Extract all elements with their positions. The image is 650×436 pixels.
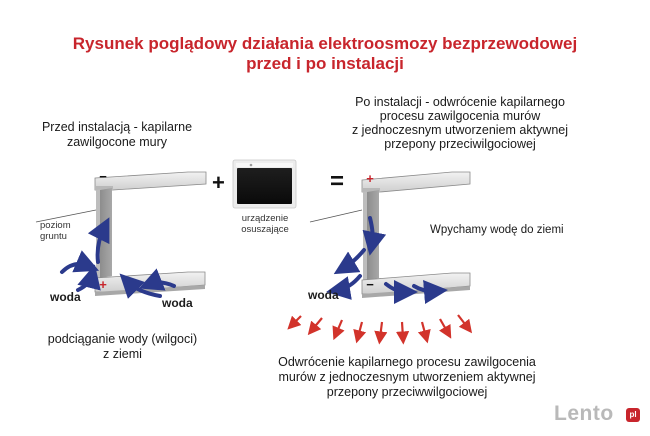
drying-device [232,159,297,209]
positive-sign-after: + [366,171,374,186]
diagram-title-line2: przed i po instalacji [246,54,404,73]
plus-symbol: + [212,170,225,195]
water-label-before-right: woda [162,296,193,310]
wall-label-after: MUR [380,217,416,234]
ground-arrow [417,321,431,344]
ground-arrow [396,321,410,345]
after-caption-line2: murów z jednoczesnym utworzeniem aktywne… [278,370,536,384]
equals-symbol: = [330,168,345,195]
water-arrow-right-bottom [138,268,176,291]
ground-arrow [307,317,323,336]
water-arrow-down-1 [362,216,387,256]
device-label-line2: osuszające [241,224,289,235]
negative-sign-after: − [366,277,374,292]
ground-arrow [353,321,367,344]
moisture-arrows-after [326,216,448,304]
before-heading-line1: Przed instalacją - kapilarne [41,120,193,134]
before-caption-line1: podciąganie wody (wilgoci) [47,332,198,346]
before-caption-line2: z ziemi [103,347,142,361]
ground-arrows [287,314,473,345]
ground-line-before [35,209,97,223]
positive-sign-before: + [99,277,107,292]
negative-sign-before: − [99,169,107,184]
after-heading-line3: z jednoczesnym utworzeniem aktywnej [351,123,569,137]
watermark-pl-badge: pl [626,408,640,422]
water-label-before-left: woda [50,290,81,304]
water-arrow-right-1 [384,279,418,304]
water-label-after: woda [308,288,339,302]
ground-arrow [287,315,302,330]
watermark-logo: Lento [554,402,614,425]
after-caption-line1: Odwrócenie kapilarnego procesu zawilgoce… [278,355,536,369]
after-heading-line1: Po instalacji - odwrócenie kapilarnego [355,95,565,109]
wall-label-before: MUR [112,215,148,232]
diagram-title-line1: Rysunek poglądowy działania elektroosmoz… [72,34,578,53]
after-heading-line4: przepony przeciwilgociowej [384,137,536,151]
moisture-arrows-before [60,217,176,299]
water-arrow-left-bottom [76,264,101,292]
after-heading-line2: procesu zawilgocenia murów [379,109,541,123]
ground-level-label-before-line1: poziom [40,220,71,231]
after-caption-line3: przepony przeciwwilgociowej [326,385,488,399]
water-arrow-down-3 [326,274,362,300]
ground-arrow [332,319,345,341]
ground-level-label-before-line2: gruntu [40,231,67,242]
ground-arrow [374,321,388,345]
ground-line-after [309,209,363,223]
water-arrow-down-2 [333,248,366,275]
device-label-line1: urządzenie [241,213,289,224]
ground-arrow [438,318,452,339]
before-heading-line2: zawilgocone mury [66,135,168,149]
water-arrow-right-2 [412,280,448,304]
ground-arrow [457,314,473,334]
wall-before [94,171,207,296]
water-arrow-left [60,250,100,274]
push-water-label: Wpychamy wodę do ziemi [430,224,564,236]
